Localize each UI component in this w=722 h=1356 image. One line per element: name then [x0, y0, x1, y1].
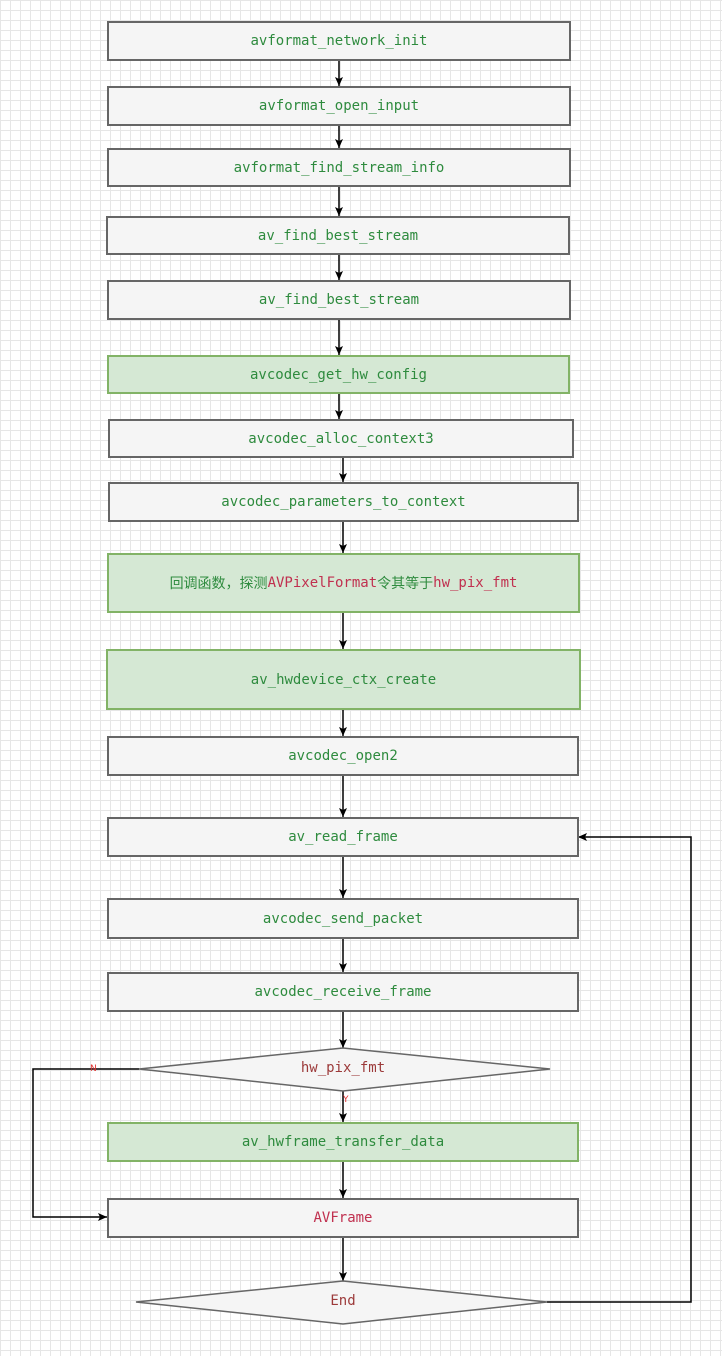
arrow-decision-no-branch: [32, 1068, 139, 1221]
step-av-find-best-stream-1[interactable]: av_find_best_stream: [106, 216, 570, 255]
step-label-format: AVPixelFormat: [267, 575, 378, 591]
step-label: av_find_best_stream: [258, 292, 420, 308]
step-label: AVFrame: [313, 1210, 373, 1226]
decision-diamond: [138, 1047, 551, 1092]
step-label: avformat_find_stream_info: [233, 159, 445, 176]
step-label: avformat_network_init: [250, 33, 428, 49]
step-avcodec-open2[interactable]: avcodec_open2: [107, 736, 579, 776]
end-diamond: [135, 1280, 548, 1325]
step-avformat-find-stream-info[interactable]: avformat_find_stream_info: [107, 148, 571, 187]
step-av-read-frame[interactable]: av_read_frame: [107, 817, 579, 857]
step-avframe[interactable]: AVFrame: [107, 1198, 579, 1238]
step-label-prefix: 回调函数，探测: [169, 576, 268, 592]
arrow-end-loop: [547, 833, 692, 1303]
step-avformat-open-input[interactable]: avformat_open_input: [107, 86, 571, 126]
step-avformat-network-init[interactable]: avformat_network_init: [107, 21, 571, 61]
step-label: avcodec_open2: [288, 748, 398, 764]
step-label: avcodec_send_packet: [262, 910, 424, 927]
step-label-target: hw_pix_fmt: [433, 575, 518, 591]
step-label: avcodec_get_hw_config: [249, 366, 427, 383]
step-label: av_find_best_stream: [257, 227, 419, 244]
end-label[interactable]: End: [330, 1293, 356, 1309]
step-label: av_hwdevice_ctx_create: [250, 671, 437, 688]
edge-label-yes: Y: [343, 1095, 349, 1105]
step-avcodec-receive-frame[interactable]: avcodec_receive_frame: [107, 972, 579, 1012]
step-label: avformat_open_input: [258, 98, 420, 114]
step-label: avcodec_parameters_to_context: [221, 494, 466, 510]
step-label: av_read_frame: [288, 829, 398, 845]
step-avcodec-get-hw-config[interactable]: avcodec_get_hw_config: [107, 355, 570, 394]
step-label: av_hwframe_transfer_data: [241, 1134, 445, 1150]
step-av-hwdevice-ctx-create[interactable]: av_hwdevice_ctx_create: [106, 649, 581, 710]
step-avcodec-parameters-to-context[interactable]: avcodec_parameters_to_context: [108, 482, 579, 522]
step-label: avcodec_receive_frame: [254, 984, 432, 1000]
step-avcodec-alloc-context3[interactable]: avcodec_alloc_context3: [108, 419, 574, 458]
step-av-hwframe-transfer-data[interactable]: av_hwframe_transfer_data: [107, 1122, 579, 1162]
step-label: avcodec_alloc_context3: [248, 430, 434, 447]
decision-label[interactable]: hw_pix_fmt: [300, 1060, 386, 1076]
step-label-middle: 令其等于: [377, 576, 434, 592]
step-av-find-best-stream-2[interactable]: av_find_best_stream: [107, 280, 571, 320]
step-avcodec-send-packet[interactable]: avcodec_send_packet: [107, 898, 579, 939]
edge-label-no: N: [90, 1064, 97, 1074]
